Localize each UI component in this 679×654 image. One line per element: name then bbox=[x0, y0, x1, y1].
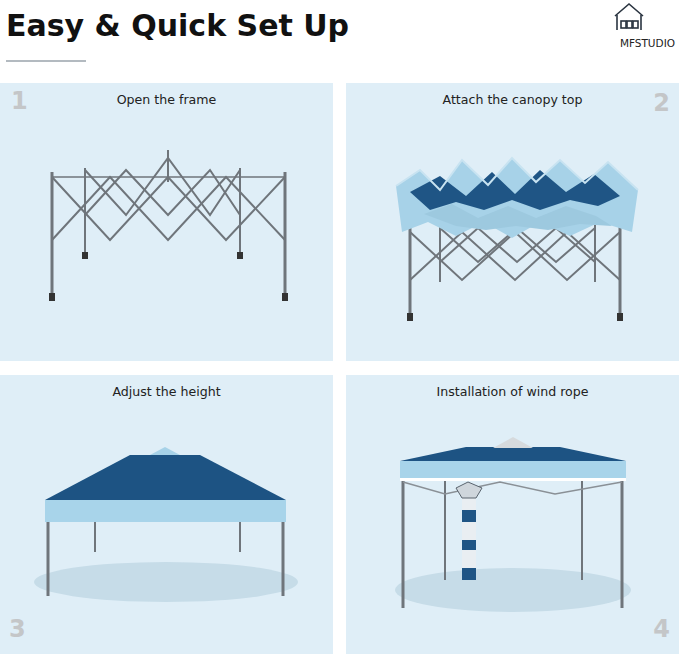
canopy-illustration bbox=[34, 447, 298, 602]
canopy-bag-illustration bbox=[395, 437, 631, 612]
step-panel: 4Installation of wind rope bbox=[346, 375, 679, 654]
step-caption: Open the frame bbox=[0, 91, 333, 109]
frame-illustration bbox=[49, 150, 288, 301]
step-panel: 1Open the frame bbox=[0, 83, 333, 361]
step-panel: 2Attach the canopy top bbox=[346, 83, 679, 361]
step-caption: Installation of wind rope bbox=[346, 383, 679, 401]
canopy-frame-illustration bbox=[396, 158, 638, 321]
step-panel: 3Adjust the height bbox=[0, 375, 333, 654]
brand-name: MFSTUDIO bbox=[620, 37, 675, 50]
step-caption: Attach the canopy top bbox=[346, 91, 679, 109]
page-title: Easy & Quick Set Up bbox=[6, 8, 349, 44]
underline bbox=[6, 60, 86, 62]
step-caption: Adjust the height bbox=[0, 383, 333, 401]
logo-icon bbox=[615, 4, 643, 30]
